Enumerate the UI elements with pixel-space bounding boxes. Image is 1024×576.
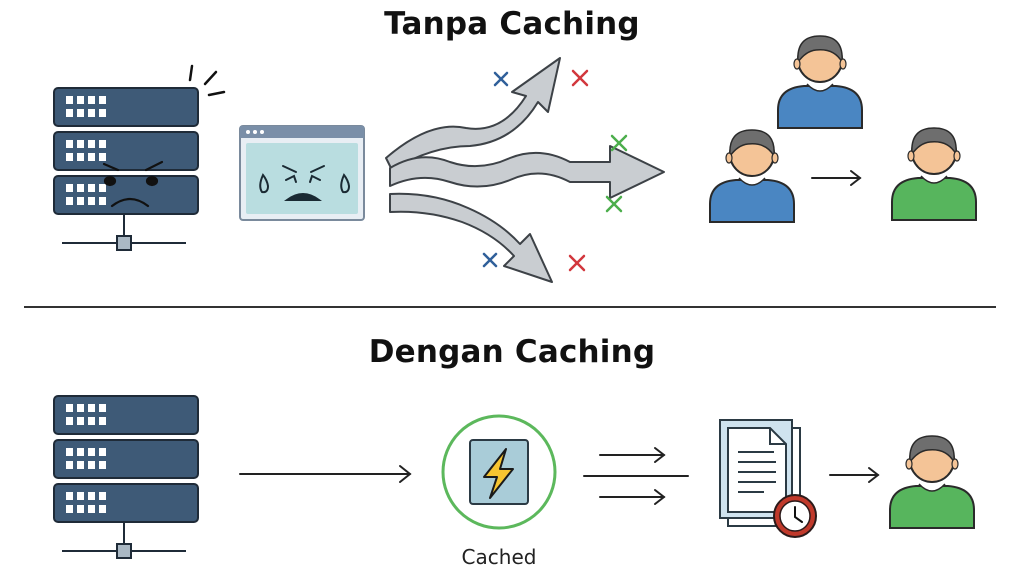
x-mark-icon <box>482 69 628 272</box>
cache-node <box>441 414 557 530</box>
users-top <box>709 35 977 223</box>
server-rack-icon <box>53 87 199 251</box>
arrow-down-failed <box>389 192 553 283</box>
lightning-icon <box>483 448 514 499</box>
user-icon <box>709 129 795 223</box>
server-stack-top <box>53 64 226 251</box>
document-icon <box>719 419 801 527</box>
arrow-right-icon <box>811 170 862 186</box>
angry-server-face <box>102 160 164 208</box>
user-icon <box>777 35 863 129</box>
stress-lines <box>188 64 226 97</box>
server-stack-bottom <box>53 395 199 559</box>
arrow-up-failed <box>385 57 561 171</box>
failed-request-arrows <box>385 57 665 283</box>
arrow-to-user <box>829 467 880 483</box>
browser-window-icon <box>239 125 365 221</box>
user-icon <box>891 127 977 221</box>
arrow-middle-failed <box>389 145 665 199</box>
server-rack-icon <box>53 395 199 559</box>
user-icon <box>889 435 975 529</box>
cached-label: Cached <box>461 545 537 569</box>
title-with-caching: Dengan Caching <box>368 334 656 370</box>
title-without-caching: Tanpa Caching <box>384 6 640 42</box>
arrow-server-to-cache <box>239 465 412 483</box>
clock-icon <box>773 494 817 538</box>
fast-delivery-arrows <box>583 447 689 505</box>
